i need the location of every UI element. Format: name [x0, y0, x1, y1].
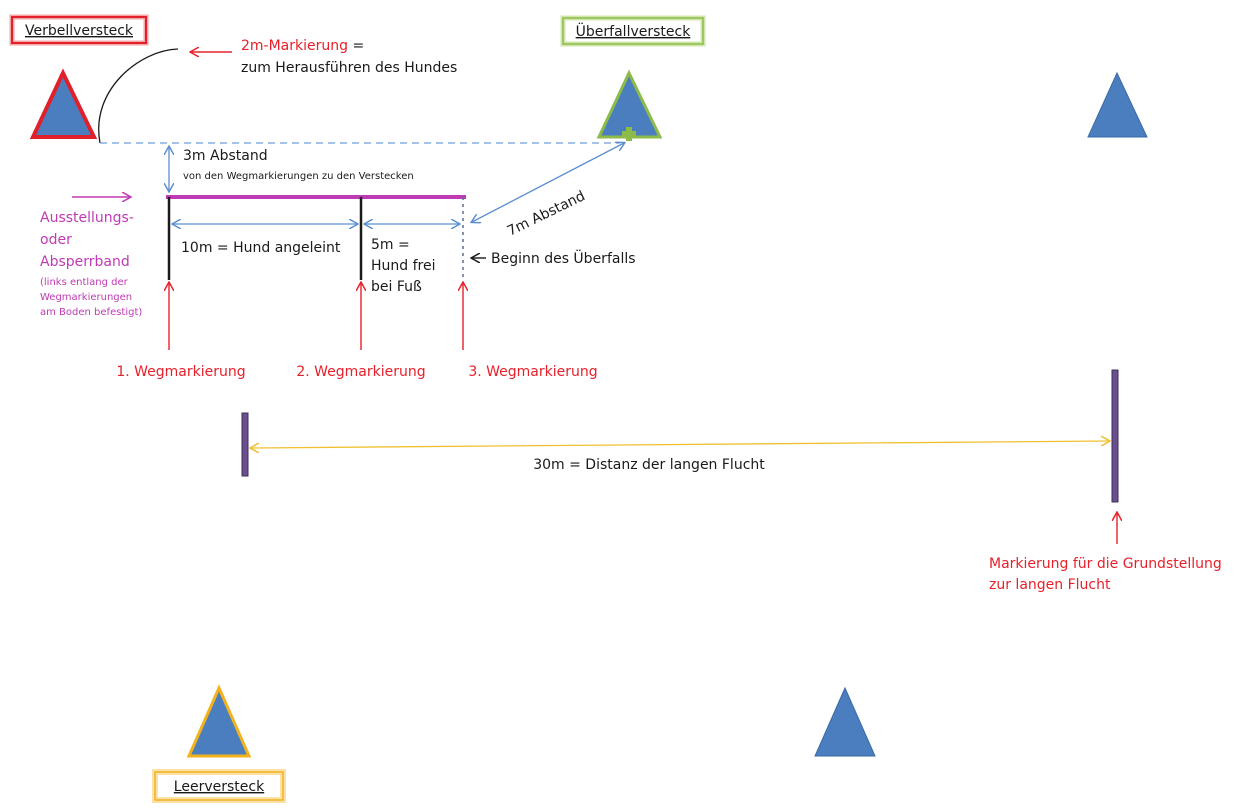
absperrband-note-2: Wegmarkierungen	[40, 292, 132, 303]
svg-text:2m-Markierung =: 2m-Markierung =	[241, 38, 364, 54]
hide-triangle-bottom-middle	[814, 686, 876, 757]
seven-meter-label: 7m Abstand	[505, 188, 588, 239]
ueberfallversteck-label-box: Überfallversteck	[560, 15, 706, 47]
grundstellung-label-1: Markierung für die Grundstellung	[989, 556, 1222, 572]
two-meter-arc	[98, 48, 179, 144]
two-meter-desc: zum Herausführen des Hundes	[241, 60, 457, 76]
thirty-meter-arrow	[251, 441, 1109, 448]
ten-meter-label: 10m = Hund angeleint	[181, 240, 341, 256]
leerversteck-label-box: Leerversteck	[152, 769, 286, 803]
leerversteck-label: Leerversteck	[174, 779, 265, 795]
hide-triangle-top-right	[1087, 71, 1148, 138]
beginn-label: Beginn des Überfalls	[491, 249, 636, 267]
seven-meter-arrow	[472, 143, 624, 222]
absperrband-label-3: Absperrband	[40, 254, 130, 270]
three-meter-label: 3m Abstand	[183, 148, 268, 164]
leerversteck-triangle	[186, 684, 252, 758]
long-flight-post-right	[1111, 369, 1119, 503]
verbellversteck-label-box: Verbellversteck	[9, 14, 149, 46]
absperrband-note-3: am Boden befestigt)	[40, 307, 142, 318]
verbellversteck-triangle	[29, 68, 98, 139]
absperrband-label-2: oder	[40, 232, 72, 248]
weg3-label: 3. Wegmarkierung	[468, 364, 597, 380]
thirty-meter-label: 30m = Distanz der langen Flucht	[533, 457, 765, 473]
five-meter-label-2: Hund frei	[371, 258, 436, 274]
ueberfallversteck-cross-icon	[622, 127, 636, 141]
two-meter-equals: =	[348, 38, 364, 54]
absperrband-label-1: Ausstellungs-	[40, 210, 134, 226]
grundstellung-label-2: zur langen Flucht	[989, 577, 1111, 593]
verbellversteck-label: Verbellversteck	[25, 23, 134, 39]
two-meter-title: 2m-Markierung	[241, 38, 348, 54]
weg1-label: 1. Wegmarkierung	[116, 364, 245, 380]
long-flight-post-left	[241, 412, 249, 477]
ueberfallversteck-label: Überfallversteck	[576, 22, 692, 40]
five-meter-label-3: bei Fuß	[371, 279, 422, 295]
three-meter-sublabel: von den Wegmarkierungen zu den Verstecke…	[183, 171, 414, 182]
weg2-label: 2. Wegmarkierung	[296, 364, 425, 380]
five-meter-label-1: 5m =	[371, 237, 410, 253]
absperrband-note-1: (links entlang der	[40, 277, 129, 288]
